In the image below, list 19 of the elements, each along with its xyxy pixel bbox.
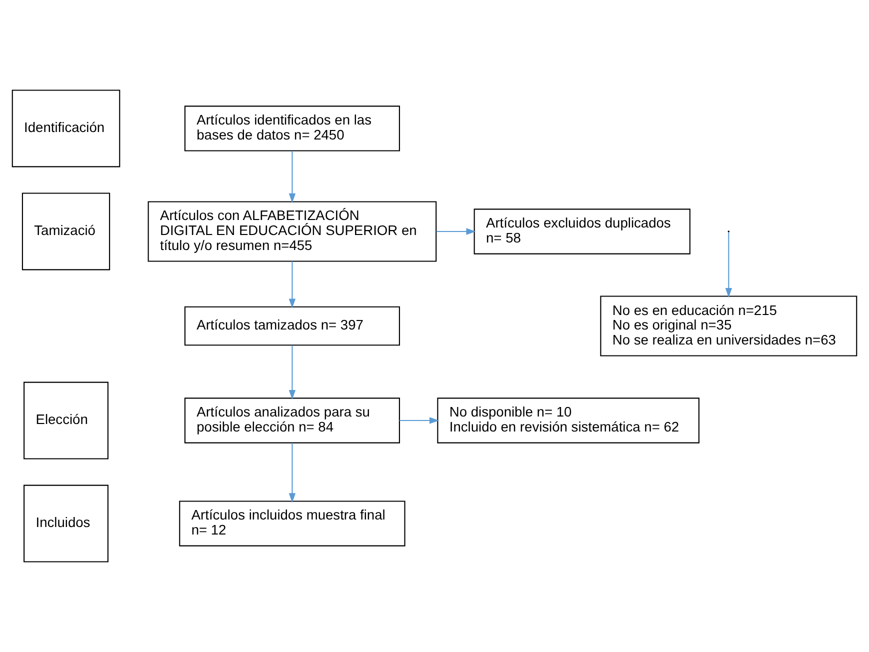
arrow	[436, 228, 476, 235]
node-box: No es en educación n=215 No es original n=35 No se realiza en universidades n=63	[600, 296, 858, 356]
arrow	[288, 261, 296, 308]
node-box: Artículos analizados para su posible elección n= 84	[184, 398, 400, 444]
arrow	[288, 345, 296, 400]
arrow	[725, 232, 732, 298]
node-box: Artículos tamizados n= 397	[184, 306, 400, 346]
arrow	[400, 417, 440, 424]
node-box: Tamizació	[22, 192, 110, 270]
node-box: Artículos excluidos duplicados n= 58	[474, 208, 690, 254]
node-box: Artículos identificados en las bases de datos n= 2450	[184, 106, 400, 152]
arrow	[288, 442, 296, 503]
arrow	[288, 150, 296, 203]
node-box: No disponible n= 10 Incluido en revisión sistemática n= 62	[437, 398, 700, 444]
node-box: Identificación	[12, 90, 120, 168]
node-box: Artículos con ALFABETIZACIÓN DIGITAL EN EDUCACIÓN SUPERIOR en título y/o resumen n=455	[148, 201, 437, 262]
node-box: Elección	[24, 382, 108, 460]
node-box: Incluidos	[24, 484, 108, 562]
node-box: Artículos incluidos muestra final n= 12	[179, 500, 406, 546]
